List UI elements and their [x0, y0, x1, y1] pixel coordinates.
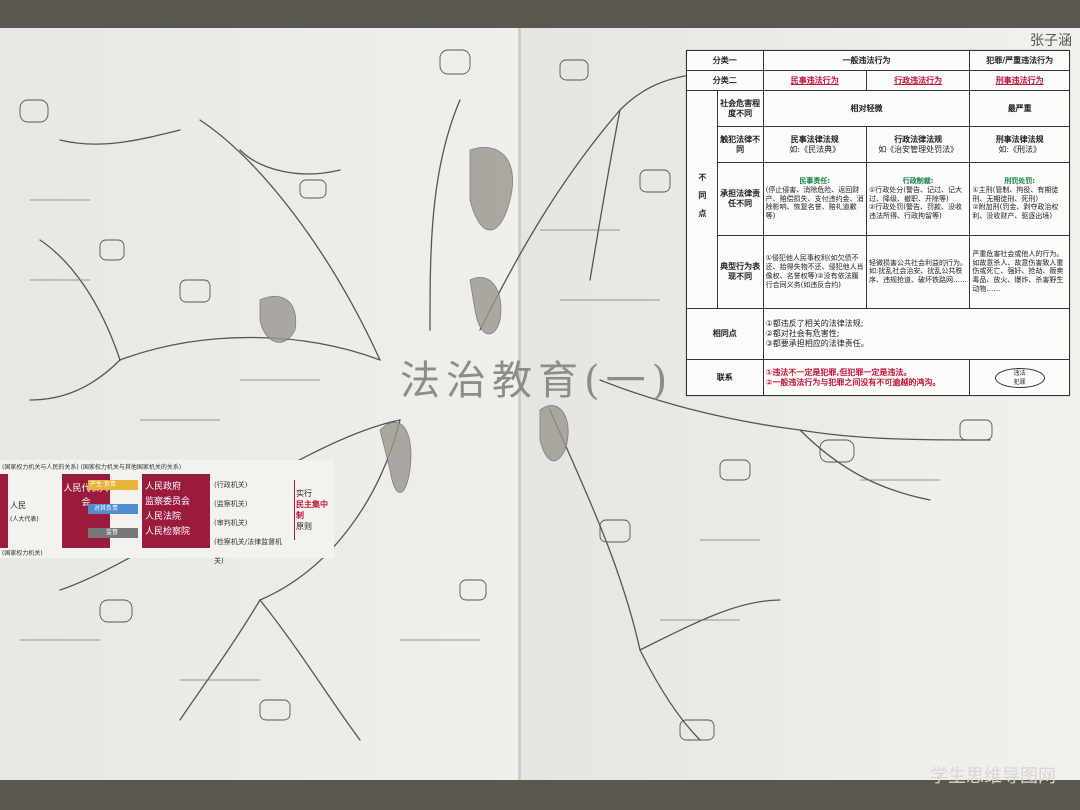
law-criminal-eg: 如:《刑法》 [998, 144, 1042, 154]
principle-1: 实行 [296, 489, 312, 498]
link-label: 联系 [686, 359, 764, 396]
table-row: 不同点 社会危害程度不同 相对轻微 最严重 [686, 90, 1070, 309]
oval-top: 违法 [1013, 369, 1026, 377]
arrow-produce [88, 480, 138, 490]
typical-civil: ①侵犯他人民事权利(如欠债不还、拾得失物不还、侵犯他人肖像权、名誉权等)②没有依… [762, 234, 867, 309]
resp-admin-head: 行政制裁: [902, 177, 934, 186]
harm-label: 社会危害程度不同 [716, 90, 764, 128]
same-2: ②都对社会有危害性; [765, 328, 840, 338]
law-admin-eg: 如《治安管理处罚法》 [878, 144, 959, 154]
cat2-civil: 民事违法行为 [762, 70, 867, 92]
same-3: ③都要承担相应的法律责任。 [765, 338, 869, 348]
role-item: (检察机关/法律监督机关) [214, 538, 283, 565]
side-label: 不同点 [686, 90, 718, 309]
table-row: 典型行为表现不同 ①侵犯他人民事权利(如欠债不还、拾得失物不还、侵犯他人肖像权、… [687, 234, 1070, 309]
harm-crime: 最严重 [969, 90, 1070, 128]
law-label: 触犯法律不同 [716, 126, 764, 164]
state-organs-sticker: (国家权力机关与人民的关系) (国家权力机关与其他国家机关的关系) 人民 (人大… [0, 460, 334, 565]
table-row: 相同点 ①都违反了相关的法律法规;②都对社会有危害性;③都要承担相应的法律责任。 [686, 307, 1071, 361]
resp-crim-1: ①主刑(管制、拘役、有期徒刑、无期徒刑、死刑) [972, 185, 1059, 203]
law-admin: 行政法律法规 [894, 134, 943, 144]
cat1-label: 分类一 [686, 49, 764, 72]
organ-roles: (行政机关) (监察机关) (审判机关) (检察机关/法律监督机关) [214, 476, 284, 571]
resp-civil: (停止侵害、消除危险、返回财产、赔偿损失、支付违约金、消除影响、恢复名誉、赔礼道… [765, 185, 864, 221]
arrow-supervise-label: 监督 [106, 529, 119, 536]
typical-admin: 轻微损害公共社会利益的行为。如:扰乱社会治安、扰乱公共秩序、违规抢道、破坏铁路网… [865, 234, 971, 309]
people-sublabel: (人大代表) [10, 516, 39, 523]
crime-violation-oval: 违法犯罪 [994, 367, 1045, 388]
state-organs-block: 人民政府 监察委员会 人民法院 人民检察院 [142, 474, 210, 548]
table-row: 分类二 民事违法行为 行政违法行为 刑事违法行为 [686, 70, 1070, 92]
cat2-criminal: 刑事违法行为 [969, 70, 1070, 92]
people-label: 人民 [10, 501, 26, 510]
role-item: (监察机关) [214, 500, 248, 508]
organ-item: 人民法院 [145, 512, 182, 522]
resp-crim-head: 刑罚处罚: [1004, 177, 1036, 186]
role-item: (审判机关) [214, 519, 248, 527]
law-criminal: 刑事法律法规 [995, 134, 1044, 144]
resp-admin-1: ①行政处分(警告、记过、记大过、降级、撤职、开除等) [868, 185, 962, 203]
arrow-responsible-label: 对其负责 [94, 505, 119, 512]
typical-label: 典型行为表现不同 [716, 234, 764, 309]
principle-3: 原则 [296, 522, 312, 531]
comparison-table-card: 分类一 一般违法行为 犯罪/严重违法行为 分类二 民事违法行为 行政违法行为 刑… [686, 49, 1071, 396]
principle-2: 民主集中制 [296, 500, 328, 520]
people-block [0, 474, 8, 548]
law-civil-eg: 如:《民法典》 [789, 144, 841, 154]
link-1: ①违法不一定是犯罪,但犯罪一定是违法。 [765, 367, 912, 377]
same-1: ①都违反了相关的法律法规; [765, 318, 864, 328]
page-fold [518, 28, 521, 780]
resp-label: 承担法律责任不同 [716, 162, 764, 236]
oval-bottom: 犯罪 [1013, 378, 1026, 386]
left-page [0, 28, 520, 780]
harm-general: 相对轻微 [762, 90, 971, 128]
cat1-crime: 犯罪/严重违法行为 [969, 49, 1070, 72]
sticker-header: (国家权力机关与人民的关系) (国家权力机关与其他国家机关的关系) [2, 464, 182, 471]
congress-sublabel: (国家权力机关) [2, 550, 43, 557]
resp-civil-head: 民事责任: [799, 177, 831, 186]
cat2-admin: 行政违法行为 [865, 70, 971, 92]
link-2: ②一般违法行为与犯罪之间没有不可逾越的鸿沟。 [765, 377, 941, 387]
principle-text: 实行 民主集中制 原则 [296, 488, 332, 532]
typical-crim: 严重危害社会或他人的行为。如故意杀人、故意伤害致人重伤或死亡、强奸、抢劫、贩卖毒… [969, 234, 1070, 309]
watermark: 学生思维导图网 [930, 766, 1056, 787]
handwritten-author: 张子涵 [1030, 33, 1072, 49]
cat1-general: 一般违法行为 [762, 49, 971, 72]
arrow-responsible [88, 504, 138, 514]
organ-item: 人民政府 [145, 482, 182, 492]
organ-item: 监察委员会 [145, 497, 191, 507]
table-row: 承担法律责任不同 民事责任:(停止侵害、消除危险、返回财产、赔偿损失、支付违约金… [687, 162, 1070, 236]
resp-admin-2: ②行政处罚(警告、罚款、没收违法所得、行政拘留等) [868, 203, 962, 221]
organ-item: 人民检察院 [145, 527, 191, 537]
law-civil: 民事法律法规 [790, 134, 839, 144]
arrow-produce-label: 产生 负责 [90, 481, 116, 488]
cat2-label: 分类二 [686, 70, 764, 92]
table-row: 联系 ①违法不一定是犯罪,但犯罪一定是违法。②一般违法行为与犯罪之间没有不可逾越… [686, 359, 1070, 396]
arrow-supervise [88, 528, 138, 538]
table-row: 分类一 一般违法行为 犯罪/严重违法行为 [686, 49, 1070, 72]
bracket [288, 480, 295, 540]
resp-crim-2: ②附加刑(罚金、剥夺政治权利、没收财产、驱逐出境) [972, 203, 1059, 221]
role-item: (行政机关) [214, 481, 248, 489]
handwritten-title: 法治教育(一) [400, 358, 674, 404]
same-label: 相同点 [686, 307, 764, 361]
comparison-table: 分类一 一般违法行为 犯罪/严重违法行为 分类二 民事违法行为 行政违法行为 刑… [686, 49, 1071, 396]
table-row: 触犯法律不同 民事法律法规如:《民法典》 行政法律法规如《治安管理处罚法》 刑事… [687, 126, 1070, 164]
